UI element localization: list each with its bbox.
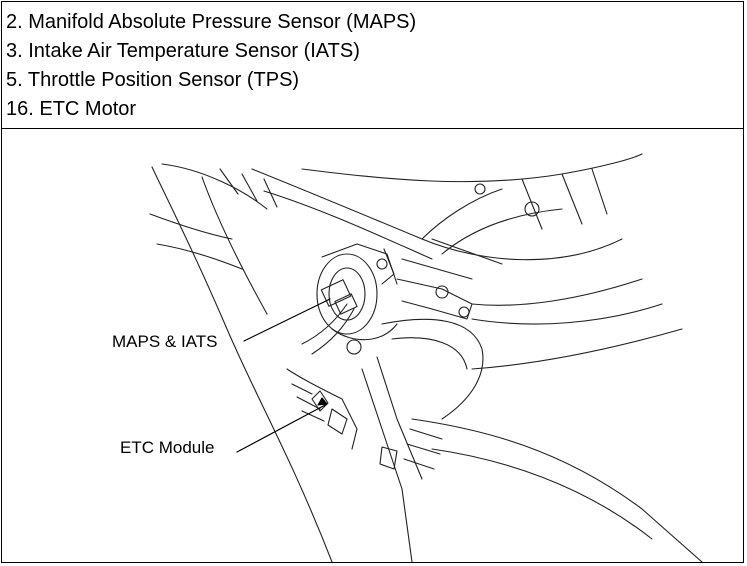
callout-etc-module: ETC Module	[120, 438, 215, 457]
legend-item-etc-motor: 16. ETC Motor	[6, 98, 137, 120]
legend-item-tps: 5. Throttle Position Sensor (TPS)	[6, 69, 300, 91]
legend-item-maps: 2. Manifold Absolute Pressure Sensor (MA…	[6, 11, 417, 33]
engine-line-drawing	[149, 153, 703, 562]
component-legend: 2. Manifold Absolute Pressure Sensor (MA…	[2, 2, 743, 129]
callout-maps-iats: MAPS & IATS	[112, 332, 218, 351]
engine-illustration: MAPS & IATS ETC Module	[2, 129, 743, 562]
legend-item-iats: 3. Intake Air Temperature Sensor (IATS)	[6, 40, 360, 62]
